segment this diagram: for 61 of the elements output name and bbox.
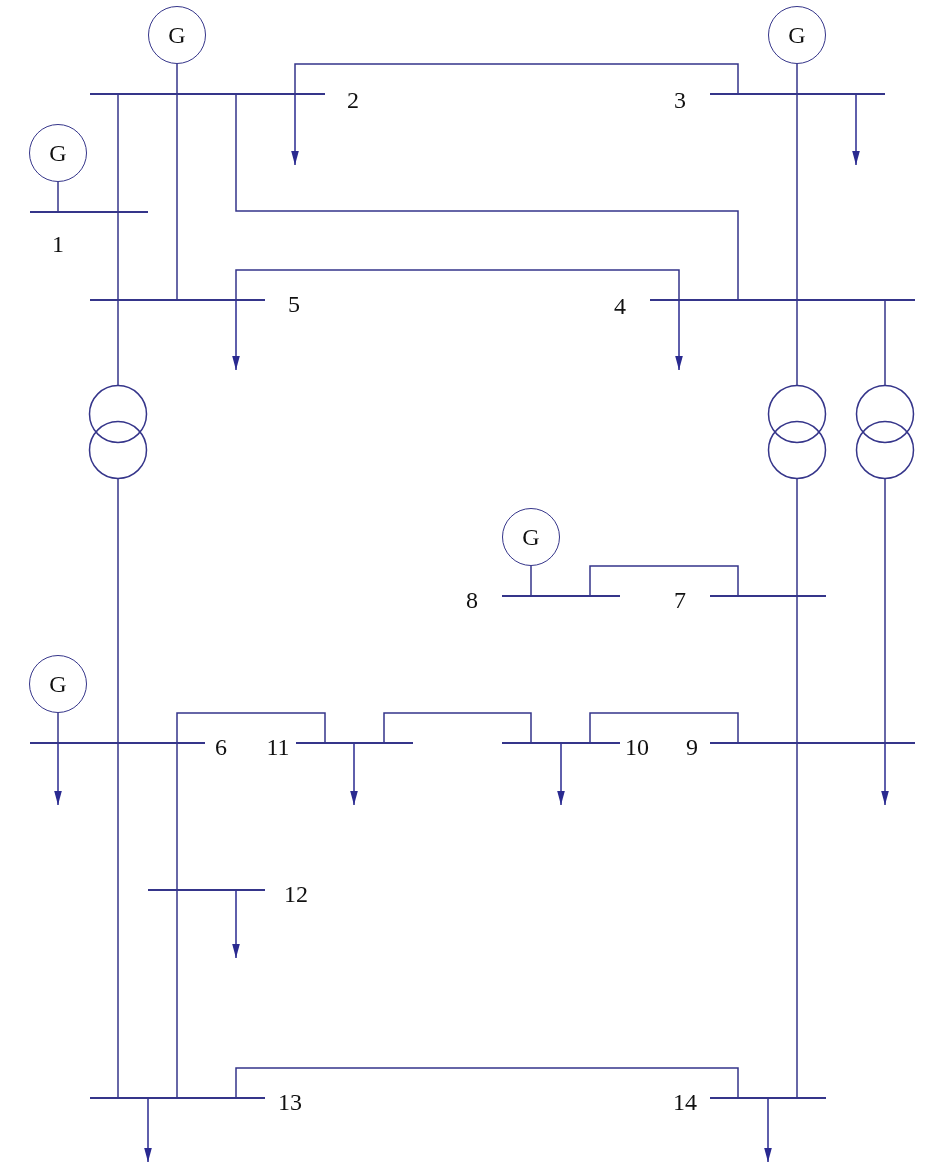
line [176,890,178,1098]
line [589,565,739,596]
arrow [350,743,358,806]
arrow [557,743,565,806]
line [884,478,886,743]
line [235,1067,739,1098]
arrow [232,300,240,371]
line [117,94,119,212]
generator-symbol: G [29,124,87,182]
line [176,712,326,743]
transformer-symbol [88,384,148,480]
line [176,63,178,94]
line [796,63,798,94]
bus-number: 13 [278,1089,302,1115]
line [530,565,532,596]
bus-number: 6 [215,734,227,760]
arrow [764,1098,772,1163]
bus-number: 12 [284,881,308,907]
bus-number: 2 [347,87,359,113]
generator-symbol: G [768,6,826,64]
arrow [291,94,299,166]
line [884,300,886,386]
bus-number: 9 [686,734,698,760]
bus-number: 5 [288,291,300,317]
line [117,478,119,743]
arrow [852,94,860,166]
line [235,269,680,300]
line [383,712,532,743]
line [57,712,59,743]
bus-number: 11 [266,734,290,760]
bus-number: 4 [614,293,626,319]
bus-number: 1 [52,231,64,257]
bus-number: 14 [673,1089,697,1115]
generator-symbol: G [29,655,87,713]
line [117,743,119,1098]
arrow [675,300,683,371]
bus-number: 7 [674,587,686,613]
line [796,743,798,1098]
line [117,300,119,386]
line [235,94,739,300]
generator-symbol: G [148,6,206,64]
bus-number: 8 [466,587,478,613]
line [796,478,798,596]
arrow [144,1098,152,1163]
line [796,300,798,386]
arrow [232,890,240,959]
bus-number: 10 [625,734,649,760]
generator-symbol: G [502,508,560,566]
line [117,212,119,300]
arrow [881,743,889,806]
line [294,63,739,94]
line [176,743,178,890]
arrow [54,743,62,806]
transformer-symbol [855,384,915,480]
line [176,94,178,300]
line [57,181,59,212]
transformer-symbol [767,384,827,480]
line [796,596,798,743]
line [589,712,739,743]
line [796,94,798,300]
bus-number: 3 [674,87,686,113]
